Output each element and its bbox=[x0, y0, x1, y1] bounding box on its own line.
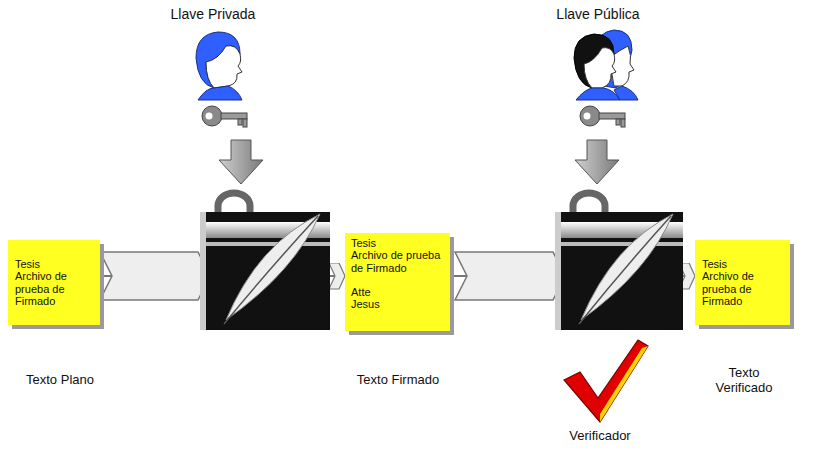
feather-quill bbox=[224, 216, 318, 324]
flow-chevron bbox=[100, 252, 210, 300]
check-highlight bbox=[600, 346, 648, 422]
face bbox=[584, 48, 616, 88]
key-bow bbox=[202, 106, 222, 126]
face bbox=[206, 46, 242, 88]
public-key-persons bbox=[574, 30, 638, 100]
collar bbox=[198, 86, 242, 100]
document-box: TesisArchivo de prueba de Firmado bbox=[695, 240, 790, 325]
document-heading: Tesis bbox=[702, 258, 785, 270]
key-label: Llave Pública bbox=[556, 6, 639, 22]
document-heading: Tesis bbox=[351, 237, 445, 249]
document-line: Archivo de prueba de Firmado bbox=[702, 270, 785, 307]
key-label: Llave Privada bbox=[171, 6, 256, 22]
machine-band bbox=[555, 242, 683, 246]
key-shaft bbox=[221, 113, 247, 119]
machine-edge bbox=[200, 212, 206, 330]
key-tooth bbox=[616, 119, 620, 125]
collar bbox=[614, 86, 638, 100]
document-heading: Tesis bbox=[15, 258, 95, 270]
document-line: Archivo de prueba de Firmado bbox=[351, 249, 445, 274]
key-tooth bbox=[621, 119, 625, 127]
key-bow bbox=[580, 106, 600, 126]
key-tooth bbox=[243, 119, 247, 127]
document-box: TesisArchivo de prueba de Firmado bbox=[8, 240, 100, 325]
machine-band bbox=[200, 242, 330, 246]
document-box: TesisArchivo de prueba de FirmadoAtte Je… bbox=[345, 233, 450, 331]
key-icon bbox=[202, 106, 247, 127]
document-caption: Texto Plano bbox=[26, 373, 94, 388]
flow-chevron bbox=[455, 252, 565, 300]
machine-body bbox=[555, 212, 683, 330]
document-line: Atte Jesus bbox=[351, 286, 380, 311]
signing-machine bbox=[200, 193, 330, 330]
check-red bbox=[564, 340, 648, 422]
key-hole bbox=[206, 113, 213, 120]
key-icon bbox=[580, 106, 625, 127]
face bbox=[611, 46, 634, 86]
machine-edge bbox=[555, 212, 561, 330]
key-shaft bbox=[599, 113, 625, 119]
verifying-machine bbox=[555, 193, 683, 330]
document-line: Archivo de prueba de Firmado bbox=[15, 270, 95, 307]
check-mark bbox=[564, 340, 648, 422]
verifier-label: Verificador bbox=[569, 429, 630, 444]
document-caption: Texto Firmado bbox=[357, 373, 439, 388]
down-arrow bbox=[219, 140, 263, 184]
feather-quill bbox=[579, 216, 671, 324]
down-arrow bbox=[575, 140, 619, 184]
key-tooth bbox=[238, 119, 242, 125]
key-hole bbox=[584, 113, 591, 120]
machine-body bbox=[200, 212, 330, 330]
private-key-person bbox=[196, 32, 242, 100]
document-caption: Texto Verificado bbox=[705, 366, 783, 396]
